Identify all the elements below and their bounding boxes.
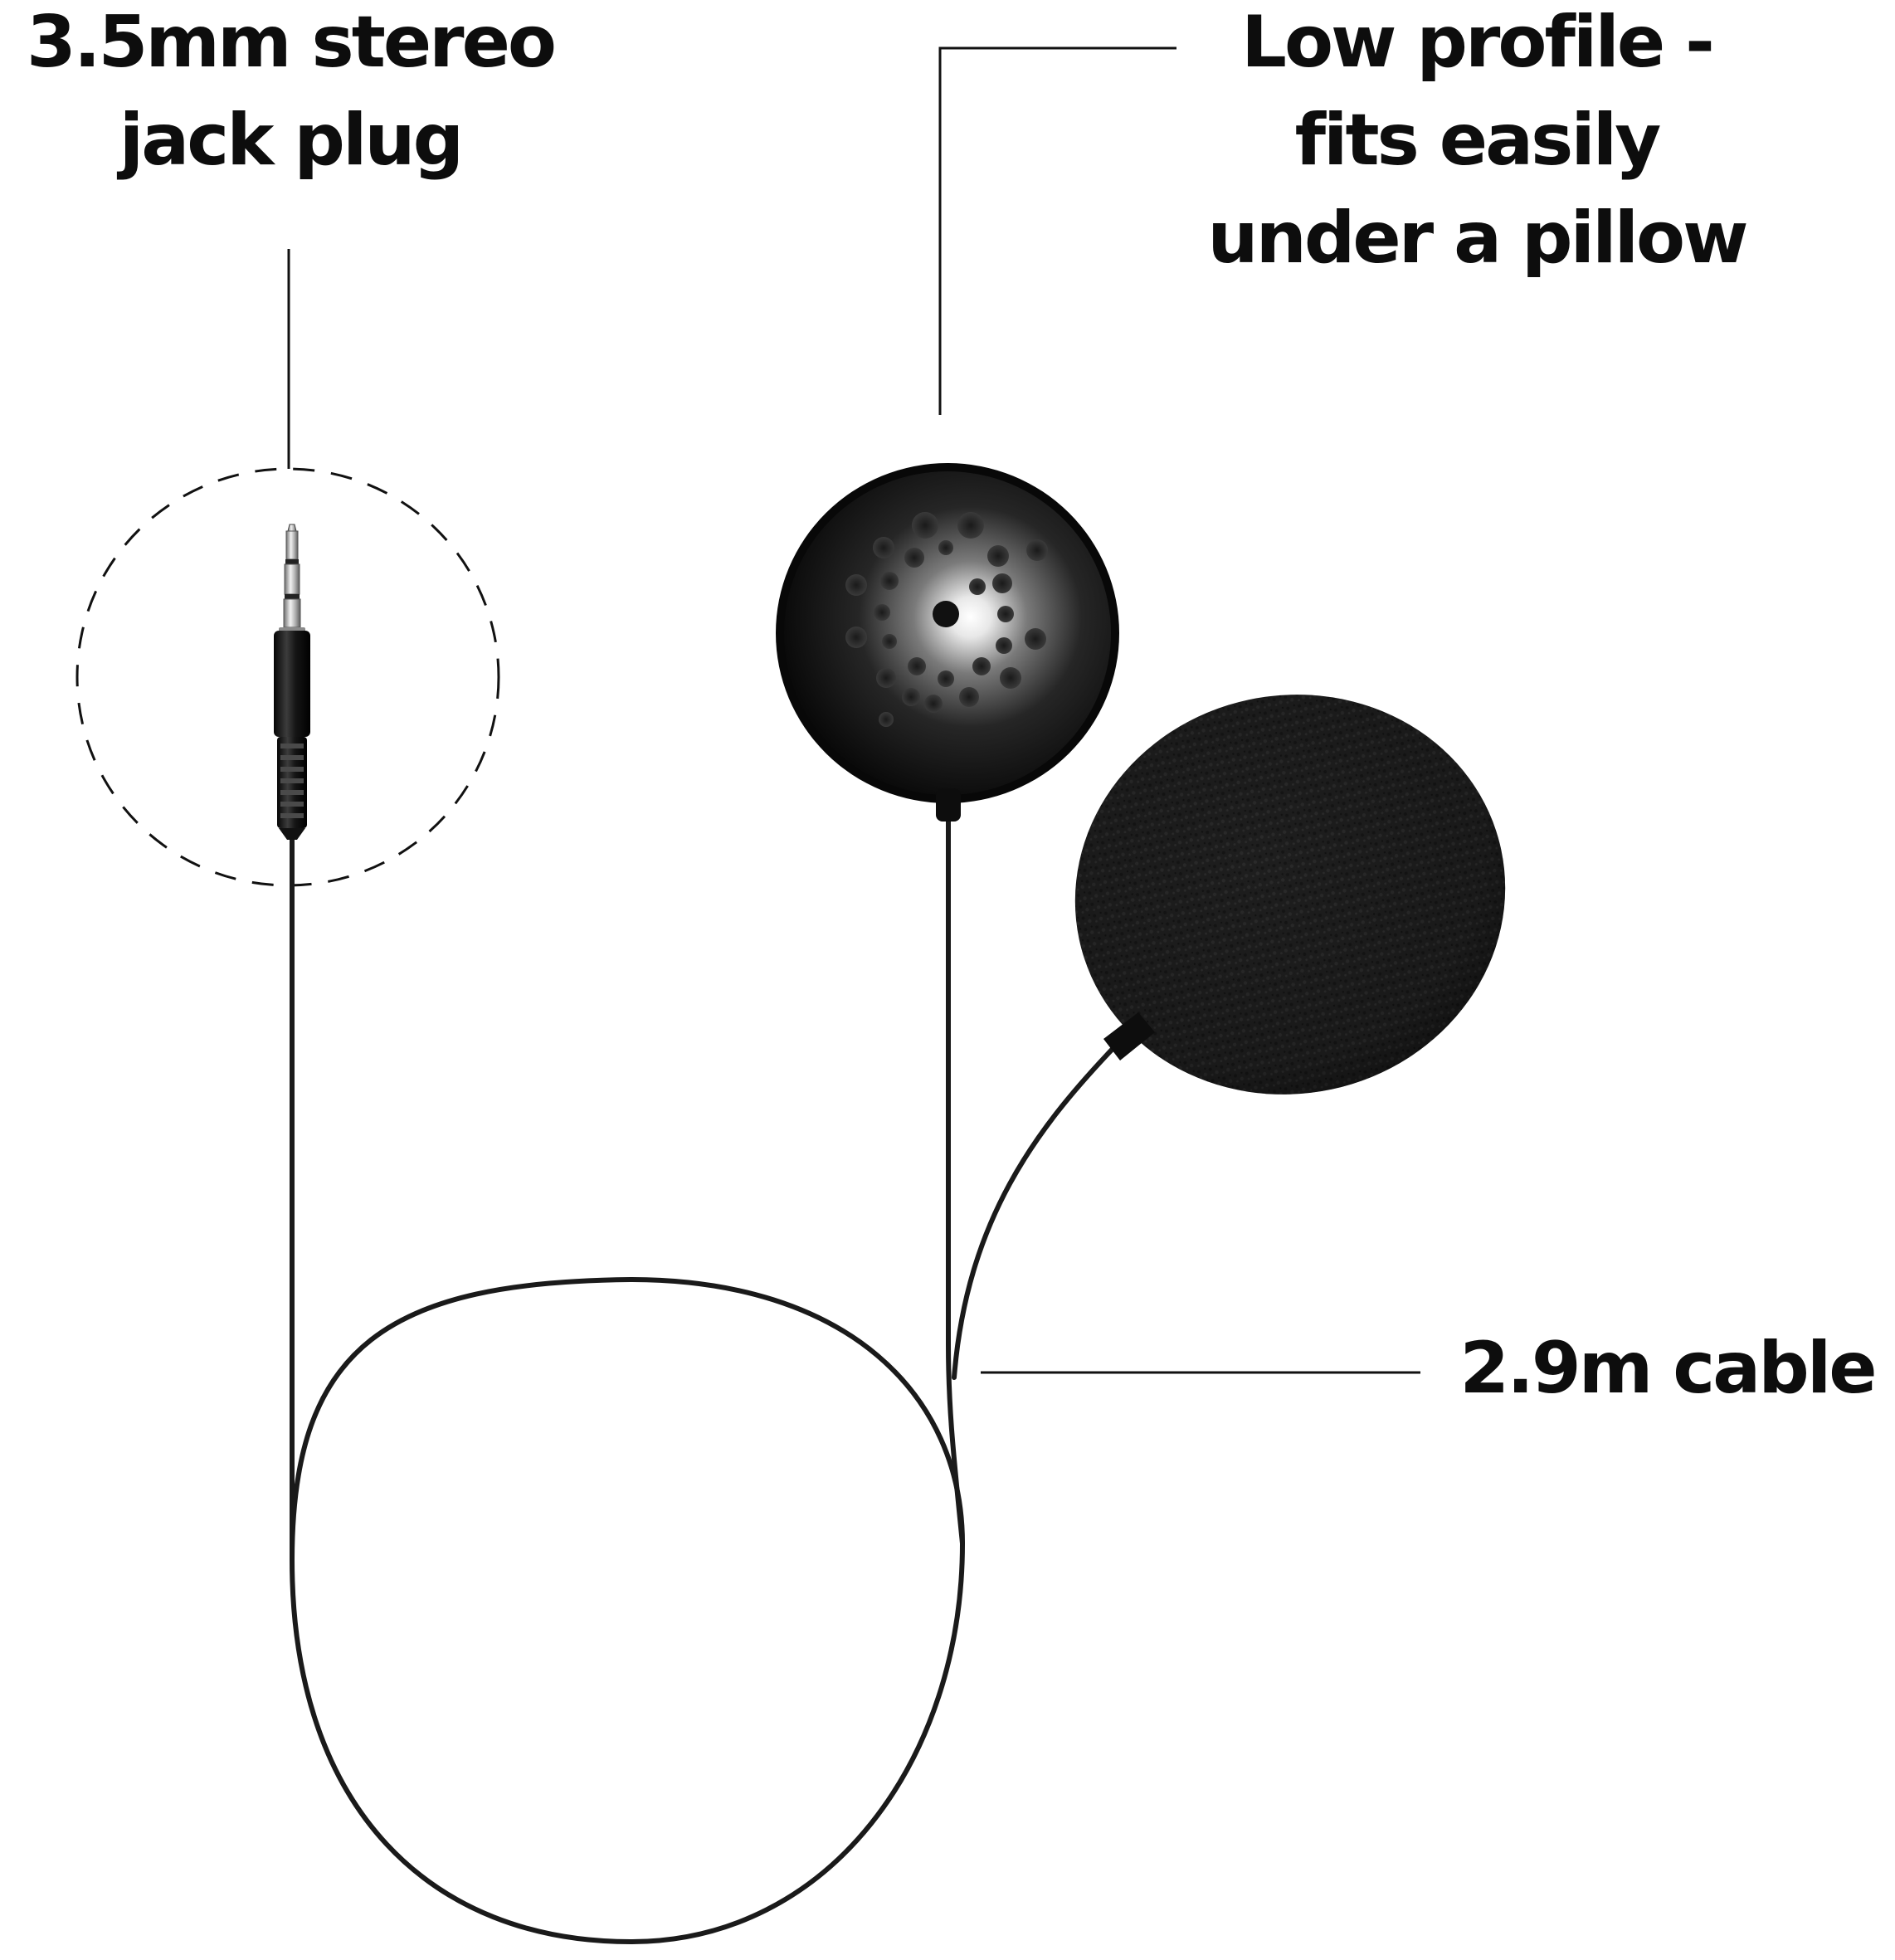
jack-plug-icon [274, 524, 310, 840]
cable [289, 819, 1114, 1945]
low-profile-label: Low profile - fits easily under a pillow [1162, 0, 1792, 287]
low-profile-label-line-1: Low profile - [1241, 1, 1715, 84]
jack-highlight-circle [76, 467, 500, 887]
profile-leader-line [938, 46, 1176, 415]
jack-plug-label: 3.5mm stereo jack plug [0, 0, 581, 189]
low-profile-label-line-2: fits easily [1294, 99, 1662, 182]
cable-to-speaker [946, 819, 965, 1546]
leader-lines [287, 46, 1420, 1374]
jack-plug-label-line-1: 3.5mm stereo [27, 1, 557, 84]
speaker-grille-icon [776, 463, 1119, 822]
cable-length-label: 2.9m cable [1440, 1319, 1895, 1417]
cable-to-foam [952, 1047, 1114, 1380]
low-profile-label-line-3: under a pillow [1207, 197, 1748, 280]
jack-plug-label-line-2: jack plug [119, 99, 464, 182]
cable-length-label-line-1: 2.9m cable [1459, 1327, 1877, 1410]
foam-cover-icon [1074, 695, 1506, 1095]
cable-loop [289, 1276, 966, 1945]
